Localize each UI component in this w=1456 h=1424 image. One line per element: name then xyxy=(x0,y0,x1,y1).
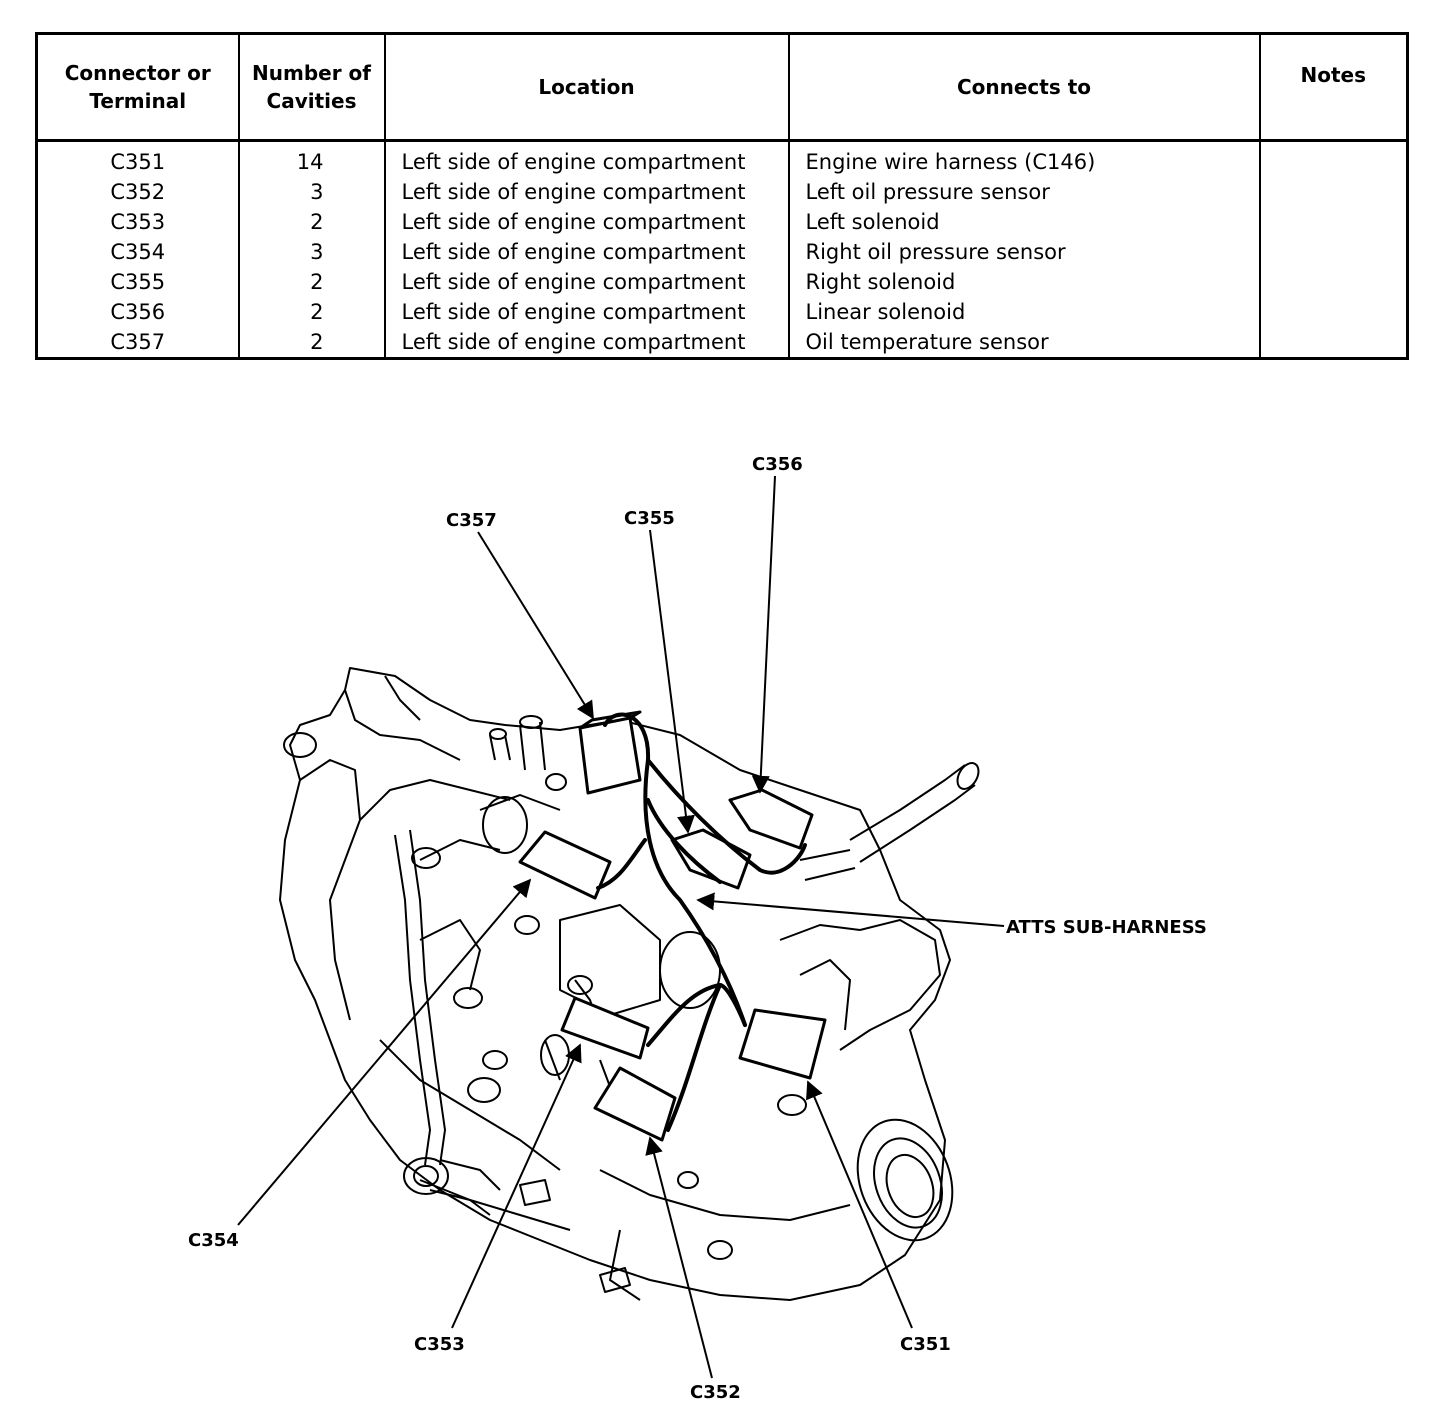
label-c353: C353 xyxy=(414,1334,465,1355)
table-cell: Left solenoid xyxy=(805,210,940,234)
header-cavities: Number of Cavities xyxy=(237,33,386,142)
table-cell: Engine wire harness (C146) xyxy=(805,150,1096,174)
table-cell: C354 xyxy=(110,240,166,264)
table-body: C351 C352 C353 C354 C355 C356 C357 14 3 … xyxy=(35,140,1409,359)
location-column: Left side of engine compartment Left sid… xyxy=(383,140,790,359)
table-cell: Linear solenoid xyxy=(805,300,966,324)
cavities-column: 14 3 2 3 2 2 2 xyxy=(237,140,386,359)
table-cell: C356 xyxy=(110,300,166,324)
table-cell: Left side of engine compartment xyxy=(401,270,746,294)
header-notes: Notes xyxy=(1258,33,1409,142)
connector-c352 xyxy=(593,1066,677,1142)
table-cell: Right solenoid xyxy=(805,270,956,294)
terminal-column: C351 C352 C353 C354 C355 C356 C357 xyxy=(35,140,240,359)
table-cell: 2 xyxy=(310,300,324,324)
connector-c351 xyxy=(738,1008,827,1080)
table-cell: 2 xyxy=(310,270,324,294)
table-cell: 14 xyxy=(296,150,324,174)
connector-c357 xyxy=(578,716,642,795)
connector-c353 xyxy=(560,996,650,1060)
label-c352: C352 xyxy=(690,1382,741,1403)
connector-table: Connector or Terminal Number of Cavities… xyxy=(35,32,1409,360)
connects-to-column: Engine wire harness (C146) Left oil pres… xyxy=(787,140,1261,359)
label-c351: C351 xyxy=(900,1334,951,1355)
connector-c356 xyxy=(728,788,814,850)
table-cell: C353 xyxy=(110,210,166,234)
table-cell: C352 xyxy=(110,180,166,204)
table-cell: Left side of engine compartment xyxy=(401,150,746,174)
table-cell: 2 xyxy=(310,210,324,234)
table-cell: Left side of engine compartment xyxy=(401,240,746,264)
table-cell: 3 xyxy=(310,240,324,264)
connector-c355 xyxy=(670,828,752,890)
label-c356: C356 xyxy=(752,454,803,475)
table-cell: C355 xyxy=(110,270,166,294)
label-c355: C355 xyxy=(624,508,675,529)
table-cell: Left side of engine compartment xyxy=(401,180,746,204)
table-cell: Right oil pressure sensor xyxy=(805,240,1066,264)
notes-column xyxy=(1258,140,1409,359)
header-connects-to: Connects to xyxy=(787,33,1261,142)
connector-c354 xyxy=(518,830,612,900)
table-header-row: Connector or Terminal Number of Cavities… xyxy=(35,33,1409,142)
label-c357: C357 xyxy=(446,510,497,531)
table-cell: C357 xyxy=(110,330,166,354)
table-cell: 2 xyxy=(310,330,324,354)
table-cell: Left side of engine compartment xyxy=(401,300,746,324)
callout-leaders xyxy=(237,475,1005,1379)
table-cell: Left side of engine compartment xyxy=(401,210,746,234)
label-atts-sub-harness: ATTS SUB-HARNESS xyxy=(1006,917,1207,938)
header-terminal: Connector or Terminal xyxy=(35,33,240,142)
header-location: Location xyxy=(383,33,790,142)
atts-sub-harness-wires xyxy=(596,712,807,1132)
callout-labels: C356 C357 C355 ATTS SUB-HARNESS C354 C35… xyxy=(188,454,1207,1403)
connector-blocks xyxy=(518,710,827,1142)
table-cell: Left side of engine compartment xyxy=(401,330,746,354)
table-cell: C351 xyxy=(110,150,166,174)
table-cell: Oil temperature sensor xyxy=(805,330,1049,354)
label-c354: C354 xyxy=(188,1230,239,1251)
table-cell: 3 xyxy=(310,180,324,204)
table-cell: Left oil pressure sensor xyxy=(805,180,1050,204)
